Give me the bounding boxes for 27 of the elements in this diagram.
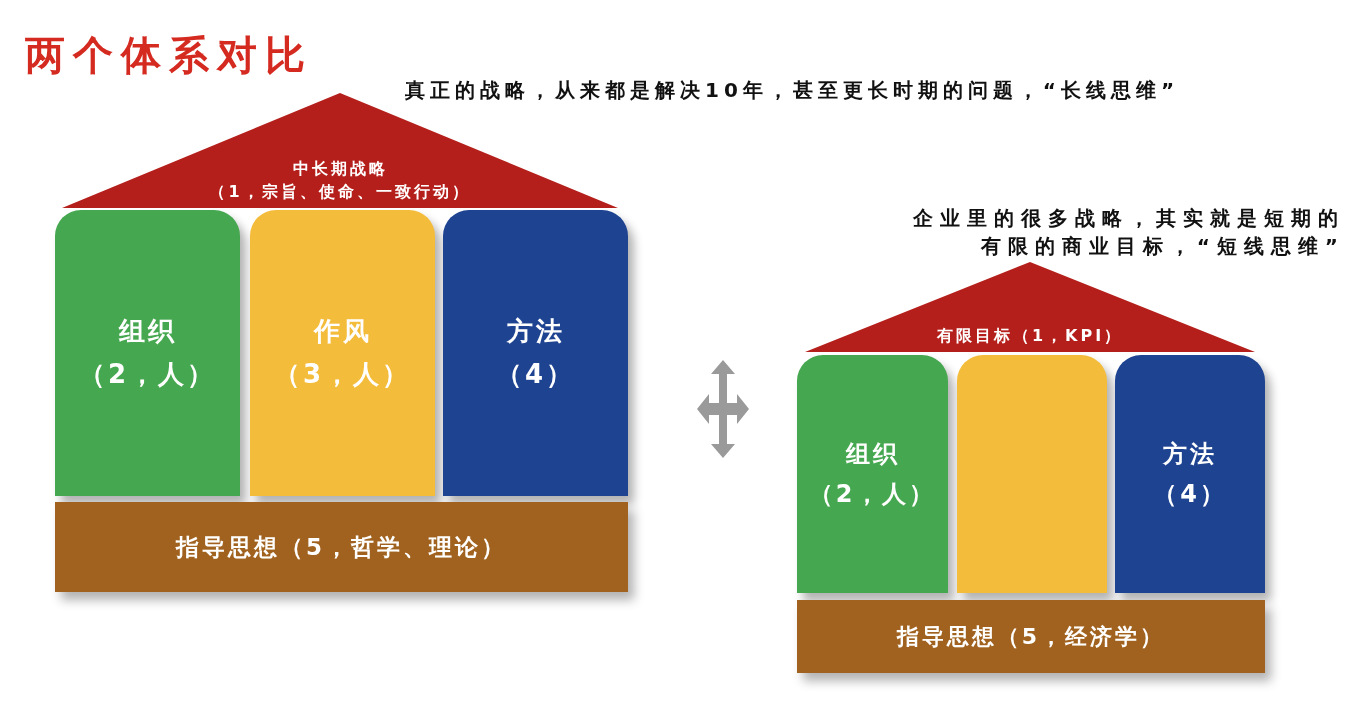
roof-triangle [805,262,1255,352]
node-text: （4） [1153,479,1227,510]
foundation-box [55,502,628,592]
node-text: （1，宗旨、使命、一致行动） [209,182,471,203]
node-text: 作风 [313,315,372,348]
pillar-box [443,210,628,496]
pillar-box [250,210,435,496]
node-text: 方法 [506,315,565,348]
node-text: （2，人） [78,358,217,391]
node-text: 组织 [845,439,900,470]
node-text: 指导思想（5，哲学、理论） [176,532,507,562]
note-text: 真正的战略，从来都是解决10年，甚至更长时期的问题，“长线思维” [405,77,1180,104]
note-text: 企业里的很多战略，其实就是短期的有限的商业目标，“短线思维” [912,205,1345,260]
node-text: （3，人） [273,358,412,391]
node-text: 指导思想（5，经济学） [896,622,1166,651]
node-text: （2，人） [808,479,937,510]
node-text: 中长期战略 [292,159,388,180]
node-text: 方法 [1163,439,1217,470]
pillar-box [1115,355,1265,593]
foundation-box [797,600,1265,673]
title: 两个体系对比 [25,31,313,80]
pillar-box [55,210,240,496]
pillar-box [797,355,948,593]
pillar-box [957,355,1107,593]
node-text: 有限目标（1，KPI） [936,326,1124,347]
node-text: （4） [495,358,576,391]
node-text: 组织 [118,315,177,348]
